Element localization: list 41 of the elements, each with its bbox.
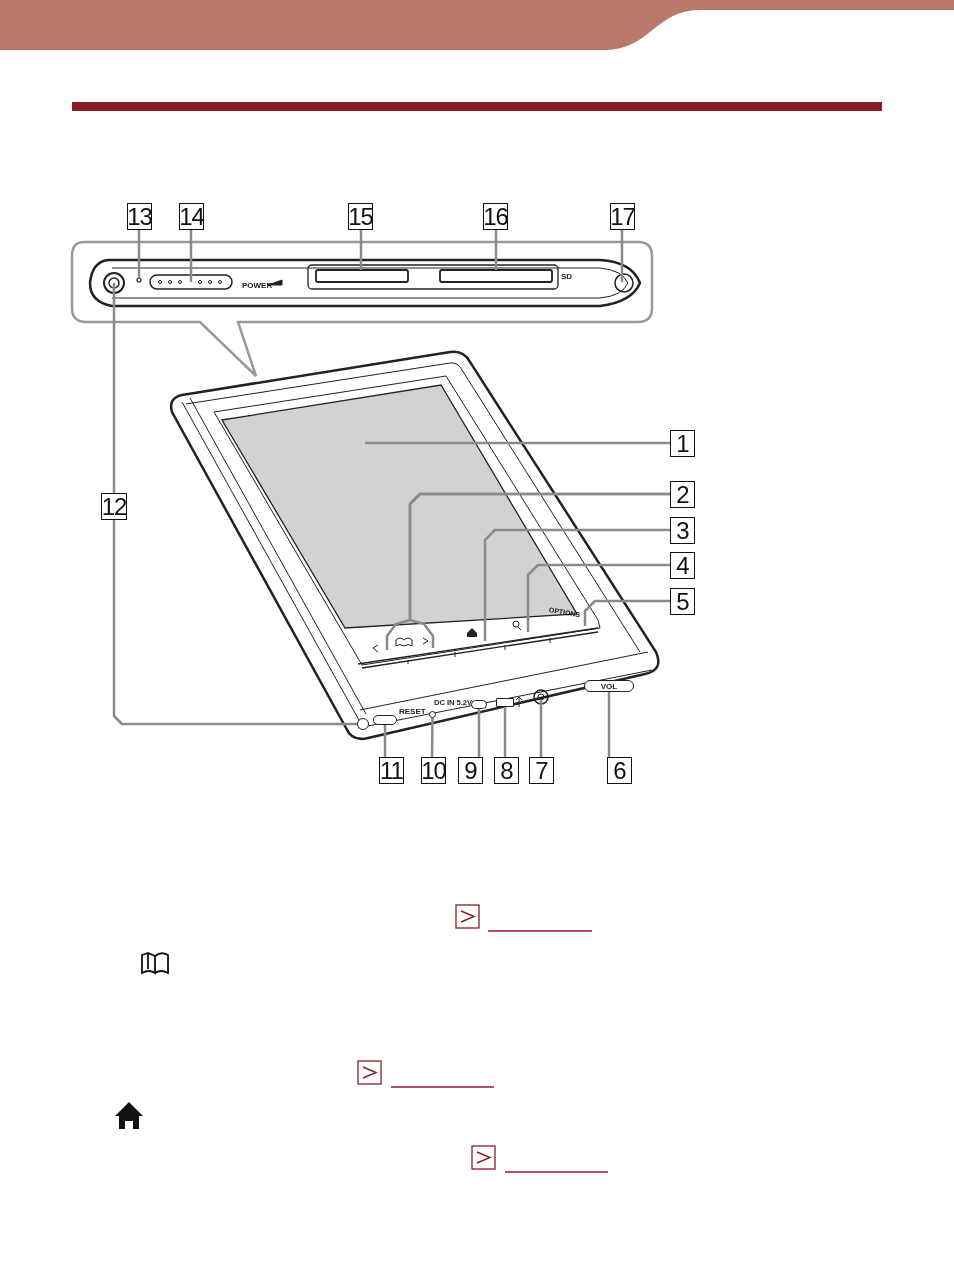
callout-number: 8: [494, 757, 519, 784]
callout-number: 14: [179, 203, 204, 230]
leader-line: [112, 283, 116, 493]
volume-slider: VOL: [584, 680, 634, 692]
leader-line: [365, 441, 670, 445]
leader-line: [359, 230, 363, 270]
leader-line: [137, 230, 141, 278]
callout-number: 13: [127, 203, 152, 230]
callout-number: 3: [670, 517, 695, 544]
leader-line: [189, 230, 193, 282]
leader-line: [503, 707, 507, 757]
leader-line: [526, 563, 670, 632]
callout-number: 7: [529, 757, 554, 784]
leader-line: [112, 520, 357, 726]
callout-number: 15: [348, 203, 373, 230]
leader-line: [494, 230, 498, 270]
callout-number: 12: [101, 493, 127, 520]
callout-number: 6: [607, 757, 632, 784]
leader-line: [477, 709, 481, 757]
callout-number: 16: [483, 203, 508, 230]
port-socket: [471, 700, 487, 709]
callout-number: 11: [379, 757, 404, 784]
leader-line: [607, 692, 611, 757]
leader-line: [430, 718, 434, 757]
leader-line: [620, 230, 624, 282]
callout-number: 5: [670, 588, 695, 615]
slot-label: SD: [561, 272, 573, 281]
port-hole: [429, 711, 436, 718]
callout-number: 9: [458, 757, 483, 784]
port-label: RESET: [399, 707, 426, 716]
port-socket: [496, 698, 514, 707]
callout-number: 4: [670, 552, 695, 579]
power-label: POWER: [242, 281, 273, 290]
leader-line: [583, 599, 670, 626]
leader-line: [539, 700, 543, 757]
callout-number: 1: [670, 430, 695, 457]
callout-number: 17: [610, 203, 635, 230]
callout-number: 2: [670, 481, 695, 508]
leader-line: [483, 528, 670, 641]
leader-line: [383, 725, 387, 757]
port-socket: [373, 715, 397, 725]
